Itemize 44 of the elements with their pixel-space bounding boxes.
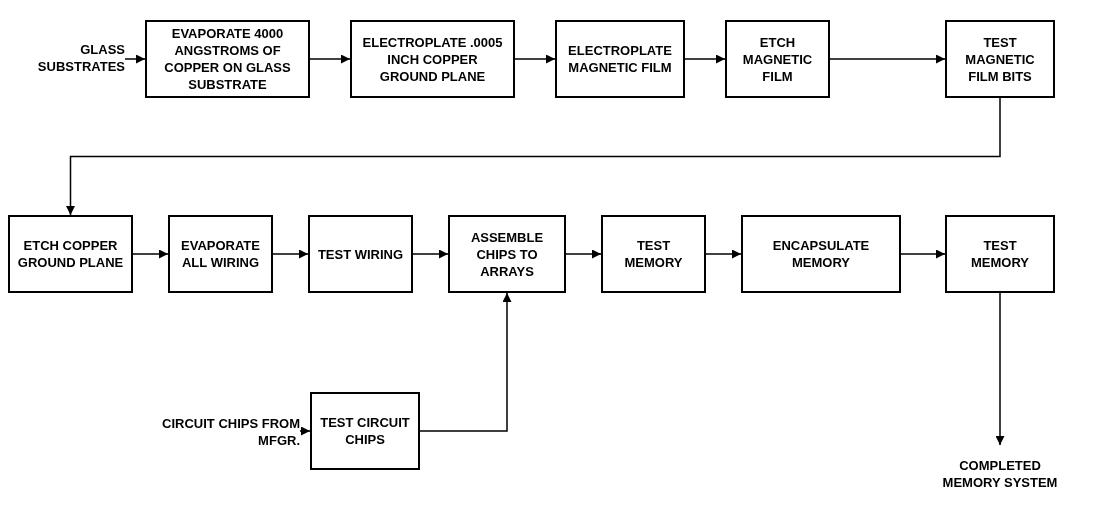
process-box [308, 215, 413, 293]
process-box [945, 20, 1055, 98]
process-box [601, 215, 706, 293]
step-label: EVAPORATE ALL WIRING [180, 237, 261, 271]
process-box [310, 392, 420, 470]
arrow [419, 292, 512, 432]
arrow [705, 249, 742, 259]
step-label: ETCH COPPER GROUND PLANE [16, 237, 125, 271]
step-label: TEST CIRCUIT CHIPS [319, 414, 411, 448]
arrow [829, 54, 946, 64]
input-output-text: GLASS SUBSTRATES [20, 38, 125, 78]
arrow [309, 54, 351, 64]
step-label: ELECTROPLATE MAGNETIC FILM [567, 42, 673, 76]
step-label: TEST MAGNETIC FILM BITS [964, 33, 1036, 85]
process-box [145, 20, 310, 98]
arrow [995, 292, 1005, 446]
step-label: ENCAPSULATE MEMORY [771, 237, 871, 271]
arrow [132, 249, 169, 259]
step-label: ASSEMBLE CHIPS TO ARRAYS [469, 228, 545, 280]
process-box [8, 215, 133, 293]
input-output-text: COMPLETED MEMORY SYSTEM [940, 445, 1060, 503]
step-label: ETCH MAGNETIC FILM [741, 33, 814, 85]
arrow [272, 249, 309, 259]
arrow [299, 426, 311, 436]
arrow [565, 249, 602, 259]
process-box [945, 215, 1055, 293]
arrow [412, 249, 449, 259]
step-label: TEST MEMORY [970, 237, 1030, 271]
step-label: TEST WIRING [317, 245, 404, 263]
process-box [555, 20, 685, 98]
arrow [684, 54, 726, 64]
input-output-text: CIRCUIT CHIPS FROM MFGR. [150, 412, 300, 452]
process-box [168, 215, 273, 293]
step-label: ELECTROPLATE .0005 INCH COPPER GROUND PLANE [361, 33, 504, 85]
arrow [514, 54, 556, 64]
step-label: TEST MEMORY [623, 237, 684, 271]
process-box [448, 215, 566, 293]
step-label: EVAPORATE 4000 ANGSTROMS OF COPPER ON GLASS SUBSTRATE [163, 25, 292, 93]
arrow [900, 249, 946, 259]
process-box [350, 20, 515, 98]
process-box [725, 20, 830, 98]
arrow [66, 97, 1001, 216]
process-box [741, 215, 901, 293]
arrow [124, 54, 146, 64]
